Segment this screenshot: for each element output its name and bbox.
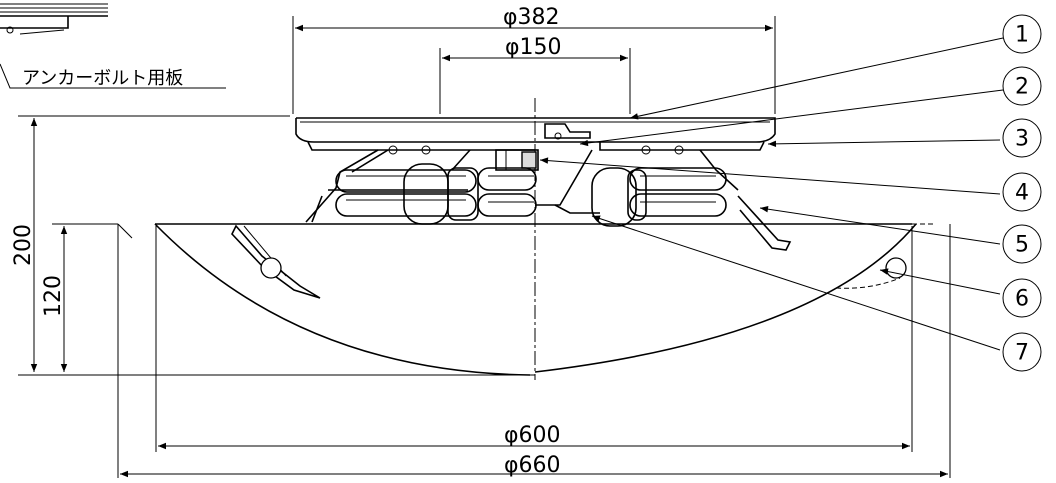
lamp-left [335, 163, 537, 225]
dimension-d382: φ382 [292, 5, 776, 114]
dimension-h120-label: 120 [41, 275, 66, 317]
callout-4-number: 4 [1015, 181, 1029, 206]
dimension-d150: φ150 [439, 35, 631, 114]
dimension-d600-label: φ600 [504, 423, 561, 448]
callout-2: 2 [1002, 66, 1042, 106]
callout-1-number: 1 [1015, 23, 1029, 48]
callout-7-number: 7 [1015, 341, 1029, 366]
callout-5-number: 5 [1015, 233, 1029, 258]
dimension-d660-label: φ660 [504, 453, 561, 478]
callout-3: 3 [1002, 118, 1042, 158]
diffuser-shade [117, 223, 951, 478]
latch-right [835, 257, 907, 289]
callout-2-number: 2 [1015, 75, 1029, 100]
mount-base [295, 117, 776, 155]
lamp-right [554, 167, 727, 227]
anchor-plate-note: アンカーボルト用板 [22, 68, 183, 89]
socket-block [495, 149, 539, 171]
frame-bracket [305, 149, 792, 251]
dimension-h120: 120 [41, 223, 118, 372]
anchor-plate-detail: アンカーボルト用板 [0, 3, 226, 89]
dimension-h200: 200 [11, 115, 290, 372]
dimension-d600: φ600 [158, 423, 910, 450]
callout-5: 5 [1002, 224, 1042, 264]
dimension-d382-label: φ382 [503, 5, 560, 30]
callout-6-number: 6 [1015, 287, 1029, 312]
callout-1: 1 [1002, 14, 1042, 54]
dimension-d150-label: φ150 [505, 35, 562, 60]
callout-7: 7 [1002, 332, 1042, 372]
dimension-h200-label: 200 [11, 224, 36, 266]
callout-3-number: 3 [1015, 127, 1029, 152]
latch-left [231, 224, 321, 299]
leader-lines [539, 37, 1004, 351]
callout-6: 6 [1002, 278, 1042, 318]
dimension-d660: φ660 [120, 453, 948, 478]
callout-4: 4 [1002, 172, 1042, 212]
